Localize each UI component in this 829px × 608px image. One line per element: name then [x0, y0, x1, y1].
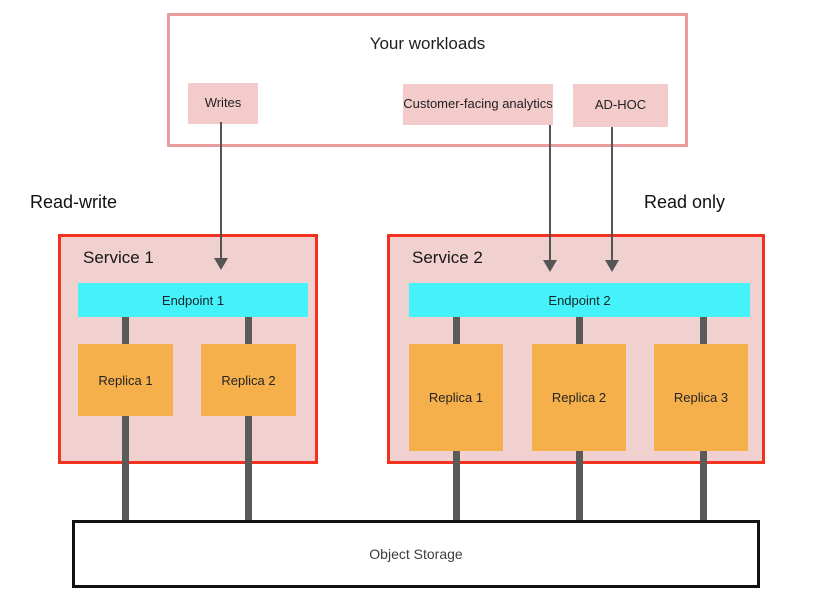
service-2-replica-1: Replica 1: [409, 344, 503, 451]
service-1-replica-1: Replica 1: [78, 344, 173, 416]
connector-endpoint1-replica1: [122, 317, 129, 344]
connector-s2-replica3-storage: [700, 451, 707, 521]
workload-chip-writes: Writes: [188, 83, 258, 124]
object-storage-box: Object Storage: [72, 520, 760, 588]
service-2-replica-2: Replica 2: [532, 344, 626, 451]
connector-s2-replica2-storage: [576, 451, 583, 521]
arrow-analytics-to-endpoint2: [549, 125, 551, 260]
service-2-endpoint: Endpoint 2: [409, 283, 750, 317]
connector-endpoint2-replica1: [453, 317, 460, 344]
service-1-replica-2: Replica 2: [201, 344, 296, 416]
arrowhead-adhoc-icon: [605, 260, 619, 272]
connector-endpoint2-replica2: [576, 317, 583, 344]
arrowhead-analytics-icon: [543, 260, 557, 272]
arrow-writes-to-endpoint1: [220, 122, 222, 258]
arrow-adhoc-to-endpoint2: [611, 127, 613, 260]
workloads-title: Your workloads: [369, 34, 486, 53]
connector-endpoint2-replica3: [700, 317, 707, 344]
connector-endpoint1-replica2: [245, 317, 252, 344]
read-write-label: Read-write: [30, 192, 118, 212]
service-1-endpoint: Endpoint 1: [78, 283, 308, 317]
arrowhead-writes-icon: [214, 258, 228, 270]
read-only-label: Read only: [644, 192, 726, 212]
connector-s2-replica1-storage: [453, 451, 460, 521]
service-2-replica-3: Replica 3: [654, 344, 748, 451]
service-1-name: Service 1: [83, 248, 154, 267]
workload-chip-ad-hoc: AD-HOC: [573, 84, 668, 127]
connector-s1-replica1-storage: [122, 416, 129, 521]
workload-chip-customer-facing-analytics: Customer-facing analytics: [403, 84, 553, 125]
connector-s1-replica2-storage: [245, 416, 252, 521]
service-2-name: Service 2: [412, 248, 483, 267]
